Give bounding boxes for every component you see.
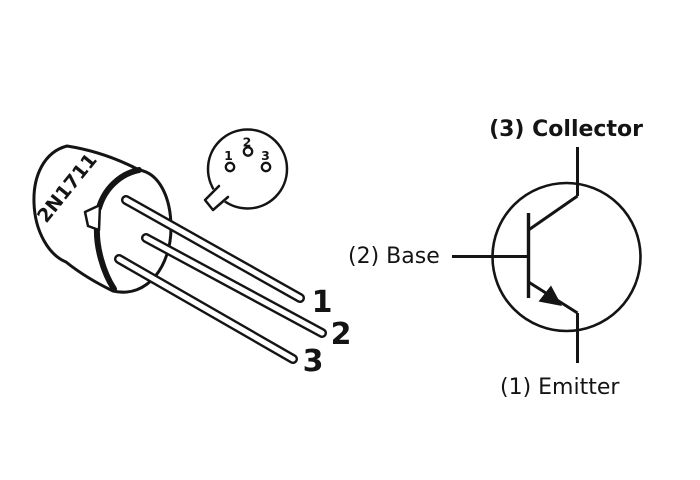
pin-1-label: 1	[224, 148, 233, 163]
pin-3-dot	[260, 161, 272, 173]
emitter-arrow-icon	[538, 285, 562, 306]
lead-1-wire	[121, 195, 305, 303]
bottom-view-circle	[206, 128, 289, 210]
flange-rim-lower	[93, 224, 117, 292]
collector-branch	[527, 194, 579, 232]
lead-3-label: 3	[303, 344, 324, 379]
collector-label: (3) Collector	[489, 117, 643, 142]
pin-2-label: 2	[243, 135, 252, 150]
schematic-symbol: (3) Collector (2) Base (1) Emitter	[348, 117, 643, 400]
lead-3-wire	[114, 254, 298, 364]
bottom-view-tab-icon	[203, 184, 230, 212]
pin-2-dot	[242, 146, 254, 157]
bottom-view: 1 2 3	[202, 128, 289, 213]
emitter-label: (1) Emitter	[500, 375, 620, 400]
pin-1-dot	[224, 161, 236, 173]
flange-tab-icon	[83, 203, 102, 232]
package-view: 2N1711 1 2 3	[32, 144, 352, 379]
pin-3-label: 3	[261, 148, 270, 163]
lead-2-label: 2	[331, 317, 352, 352]
lead-1-label: 1	[312, 285, 333, 320]
lead-2-wire	[141, 233, 327, 338]
flange-rim-upper	[96, 167, 142, 211]
base-label: (2) Base	[348, 244, 440, 269]
